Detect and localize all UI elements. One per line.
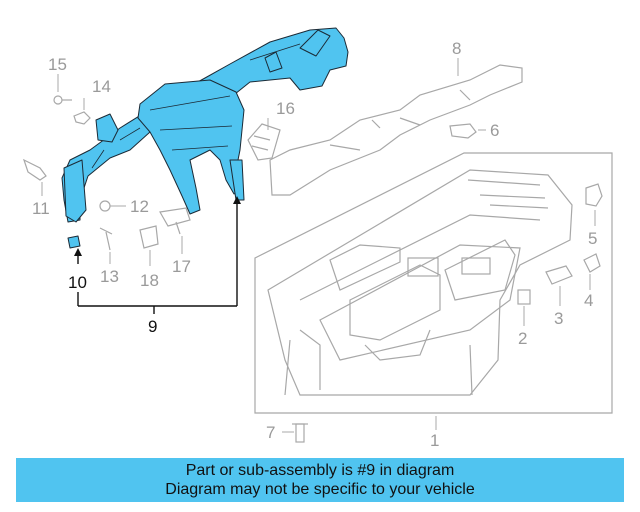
callout-1: 1 bbox=[430, 431, 439, 450]
instrument-panel-part-1 bbox=[254, 152, 613, 414]
small-parts bbox=[22, 95, 603, 443]
callout-2: 2 bbox=[518, 329, 527, 348]
callout-17: 17 bbox=[172, 257, 191, 276]
callout-13: 13 bbox=[100, 267, 119, 286]
cross-car-beam-part-9 bbox=[61, 27, 349, 249]
callout-16: 16 bbox=[276, 99, 295, 118]
parts-diagram: 1 2 3 4 5 6 7 8 9 10 11 12 13 14 15 16 1… bbox=[22, 27, 613, 450]
part-9-bracket bbox=[77, 200, 238, 314]
callout-14: 14 bbox=[92, 77, 111, 96]
callout-6: 6 bbox=[490, 121, 499, 140]
callout-12: 12 bbox=[130, 197, 149, 216]
callout-7: 7 bbox=[266, 423, 275, 442]
beam-detail-lines bbox=[91, 43, 301, 169]
callout-9: 9 bbox=[148, 317, 157, 336]
callout-4: 4 bbox=[584, 291, 593, 310]
callout-11: 11 bbox=[32, 199, 50, 218]
callout-5: 5 bbox=[588, 229, 597, 248]
info-banner: Part or sub-assembly is #9 in diagram Di… bbox=[16, 458, 624, 502]
callout-18: 18 bbox=[140, 271, 159, 290]
leader-lines bbox=[41, 58, 596, 433]
callout-8: 8 bbox=[452, 39, 461, 58]
arrowheads bbox=[74, 196, 241, 256]
banner-line-part: Part or sub-assembly is #9 in diagram bbox=[185, 462, 455, 479]
callout-10: 10 bbox=[68, 273, 87, 292]
callout-15: 15 bbox=[48, 55, 67, 74]
banner-line-disclaimer: Diagram may not be specific to your vehi… bbox=[165, 481, 475, 498]
insulator-part-8 bbox=[269, 64, 523, 196]
callout-3: 3 bbox=[554, 309, 563, 328]
